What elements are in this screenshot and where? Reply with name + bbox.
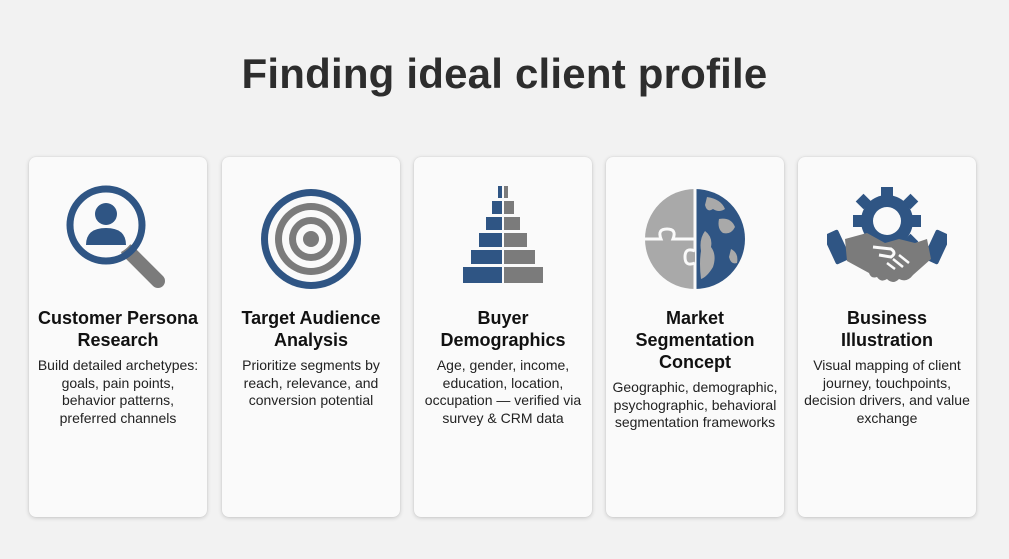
card-text: Target Audience Analysis Prioritize segm… [228,307,394,509]
puzzle-globe-icon [606,183,784,295]
card-title: Business Illustration [840,308,933,350]
handshake-gear-icon [798,183,976,295]
card-title: Buyer Demographics [440,308,566,350]
card-text: Market Segmentation Concept Geographic, … [612,307,778,509]
page-title: Finding ideal client profile [241,50,768,97]
card-description: Build detailed archetypes: goals, pain p… [37,357,199,426]
card-business-illustration: Business Illustration Visual mapping of … [798,157,976,517]
card-market-segmentation: Market Segmentation Concept Geographic, … [606,157,784,517]
card-buyer-demographics: Buyer Demographics Age, gender, income, … [414,157,592,517]
card-customer-persona: Customer Persona Research Build detailed… [29,157,207,517]
card-title: Market Segmentation Concept [635,308,755,372]
card-description: Prioritize segments by reach, relevance,… [242,357,380,408]
card-row: Customer Persona Research Build detailed… [29,157,979,517]
card-description: Geographic, demographic, psychographic, … [612,379,778,430]
target-icon [222,183,400,295]
card-text: Customer Persona Research Build detailed… [35,307,201,509]
card-text: Buyer Demographics Age, gender, income, … [420,307,586,509]
magnifier-person-icon [29,183,207,295]
card-text: Business Illustration Visual mapping of … [804,307,970,509]
card-description: Age, gender, income, education, location… [424,357,582,426]
card-target-audience: Target Audience Analysis Prioritize segm… [222,157,400,517]
card-title: Target Audience Analysis [241,308,381,350]
card-description: Visual mapping of client journey, touchp… [804,357,970,426]
pyramid-icon [414,183,592,295]
card-title: Customer Persona Research [37,308,199,350]
